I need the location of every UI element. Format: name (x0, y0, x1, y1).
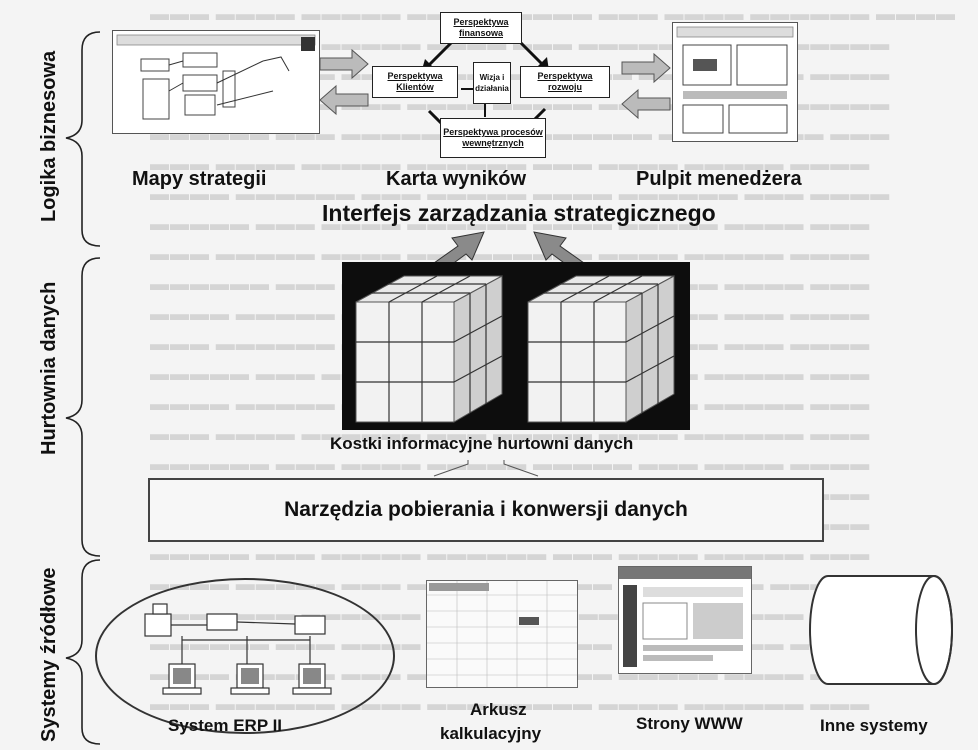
dashboard-thumbnail (672, 22, 798, 142)
arrows-scorecard-dashboard (621, 52, 671, 120)
arrow-right (319, 48, 369, 80)
perspective-internal: Perspektywa procesów wewnętrznych (440, 118, 546, 158)
data-cube-right (518, 262, 690, 430)
caption-scorecard: Karta wyników (386, 168, 527, 190)
spreadsheet-thumbnail (426, 580, 578, 688)
caption-spreadsheet-line1: Arkusz (470, 700, 527, 719)
arrow-left (621, 88, 671, 120)
interface-title: Interfejs zarządzania strategicznego (322, 200, 716, 226)
data-cube-left (342, 262, 518, 430)
arrow-left (319, 84, 369, 116)
arrows-map-scorecard (319, 48, 369, 116)
brace-business-logic (65, 31, 101, 247)
etl-tools-box: Narzędzia pobierania i konwersji danych (148, 478, 824, 542)
perspective-center-vision: Wizja i działania (473, 62, 511, 104)
erp-system-oval (95, 578, 395, 734)
caption-erp: System ERP II (168, 716, 283, 735)
strategy-map-thumbnail (112, 30, 320, 134)
brace-data-warehouse (65, 257, 101, 557)
perspective-customers: Perspektywa Klientów (372, 66, 458, 98)
etl-tools-label: Narzędzia pobierania i konwersji danych (284, 498, 688, 521)
perspective-growth: Perspektywa rozwoju (520, 66, 610, 98)
caption-dashboard: Pulpit menedżera (636, 168, 802, 190)
caption-spreadsheet-line2: kalkulacyjny (440, 724, 542, 743)
other-systems-cylinder (809, 575, 953, 685)
caption-www: Strony WWW (636, 714, 743, 733)
caption-strategy-maps: Mapy strategii (132, 168, 267, 190)
arrows-tools-to-cubes (433, 460, 539, 477)
perspective-financial: Perspektywa finansowa (440, 12, 522, 44)
caption-data-cubes: Kostki informacyjne hurtowni danych (330, 434, 634, 453)
web-pages-thumbnail (618, 566, 752, 674)
caption-other-systems: Inne systemy (820, 716, 928, 735)
arrow-right (621, 52, 671, 84)
brace-source-systems (65, 559, 101, 745)
